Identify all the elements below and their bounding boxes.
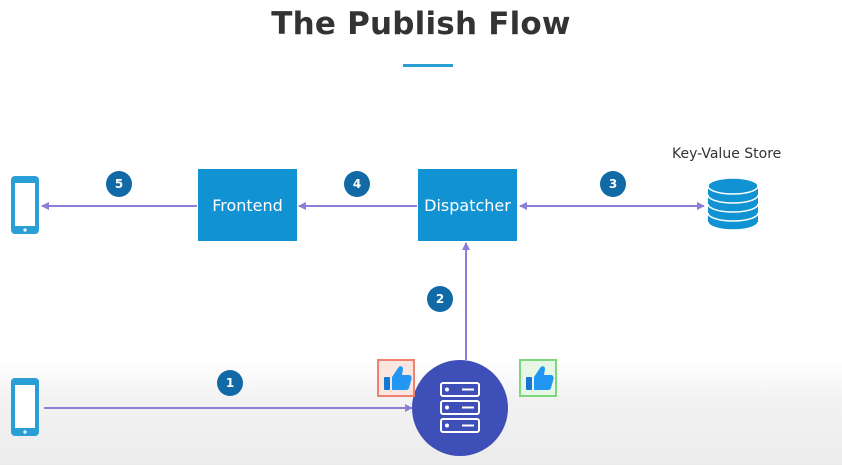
server-icon	[412, 360, 508, 456]
database-icon	[707, 177, 759, 231]
step-badge-3: 3	[600, 171, 626, 197]
step-badge-4: 4	[344, 171, 370, 197]
step-badge-5: 5	[106, 171, 132, 197]
dispatcher-node: Dispatcher	[418, 169, 517, 241]
thumbs-up-icon	[519, 359, 557, 397]
phone-icon	[11, 176, 39, 234]
frontend-node: Frontend	[198, 169, 297, 241]
step-badge-1: 1	[217, 370, 243, 396]
thumbs-up-icon	[377, 359, 415, 397]
phone-icon	[11, 378, 39, 436]
step-badge-2: 2	[427, 286, 453, 312]
kv-store-label: Key-Value Store	[672, 146, 782, 162]
page-title: The Publish Flow	[271, 6, 571, 42]
title-underline	[403, 64, 453, 67]
